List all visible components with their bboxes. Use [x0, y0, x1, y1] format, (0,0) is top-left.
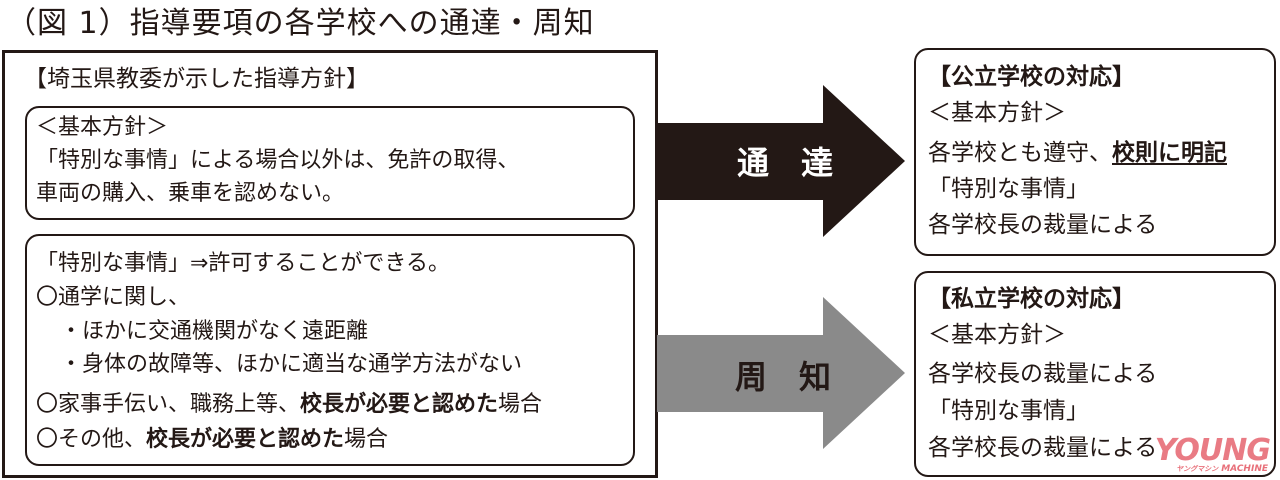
public-policy-label: ＜基本方針＞: [928, 100, 1066, 126]
item-emphasis: 校長が必要と認めた: [146, 427, 345, 452]
basic-policy-box: [25, 106, 635, 220]
logo-kana: ヤングマシン: [1176, 465, 1219, 473]
announcement-arrow: [657, 297, 907, 450]
announcement-arrow-shape: [657, 297, 905, 449]
notification-arrow: [657, 85, 907, 238]
item-suffix: 場合: [498, 392, 543, 417]
private-policy-text: 各学校長の裁量による: [928, 361, 1158, 387]
public-special-label: 「特別な事情」: [928, 176, 1089, 202]
commute-item: ・身体の故障等、ほかに適当な通学方法がない: [60, 352, 523, 377]
figure-title: （図 1）指導要項の各学校への通達・周知: [6, 6, 595, 41]
public-special-text: 各学校長の裁量による: [928, 212, 1158, 238]
private-special-text: 各学校長の裁量による: [928, 435, 1158, 461]
special-circumstances-box: [25, 234, 635, 466]
private-policy-label: ＜基本方針＞: [928, 322, 1066, 348]
basic-policy-line: 車両の購入、乗車を認めない。: [36, 181, 345, 206]
private-school-box: [914, 271, 1276, 477]
notification-arrow-shape: [657, 85, 905, 237]
item-prefix: 〇家事手伝い、職務上等、: [36, 392, 301, 417]
public-school-box: [914, 48, 1276, 256]
commute-item: ・ほかに交通機関がなく遠距離: [60, 319, 369, 344]
announcement-label: 周 知: [735, 358, 832, 396]
item-emphasis: 校長が必要と認めた: [300, 392, 499, 417]
notification-label: 通 達: [737, 144, 834, 182]
private-school-heading: 【私立学校の対応】: [928, 286, 1135, 312]
logo-main-text: YOUNG: [1154, 433, 1271, 468]
guidance-heading: 【埼玉県教委が示した指導方針】: [24, 66, 369, 92]
policy-prefix: 各学校とも遵守、: [928, 140, 1112, 166]
public-policy-text: 各学校とも遵守、校則に明記: [928, 136, 1227, 170]
private-special-label: 「特別な事情」: [928, 398, 1089, 424]
special-item-household: 〇家事手伝い、職務上等、校長が必要と認めた場合: [36, 389, 542, 421]
basic-policy-line: 「特別な事情」による場合以外は、免許の取得、: [36, 148, 520, 173]
public-school-heading: 【公立学校の対応】: [928, 64, 1135, 90]
special-item-other: 〇その他、校長が必要と認めた場合: [36, 424, 388, 456]
policy-emphasis: 校則に明記: [1112, 140, 1227, 166]
commute-heading: 〇通学に関し、: [36, 285, 191, 310]
special-intro: 「特別な事情」⇒許可することができる。: [36, 251, 450, 276]
item-prefix: 〇その他、: [36, 427, 147, 452]
item-suffix: 場合: [344, 427, 389, 452]
basic-policy-label: ＜基本方針＞: [36, 115, 169, 140]
logo-machine: MACHINE: [1221, 464, 1268, 474]
